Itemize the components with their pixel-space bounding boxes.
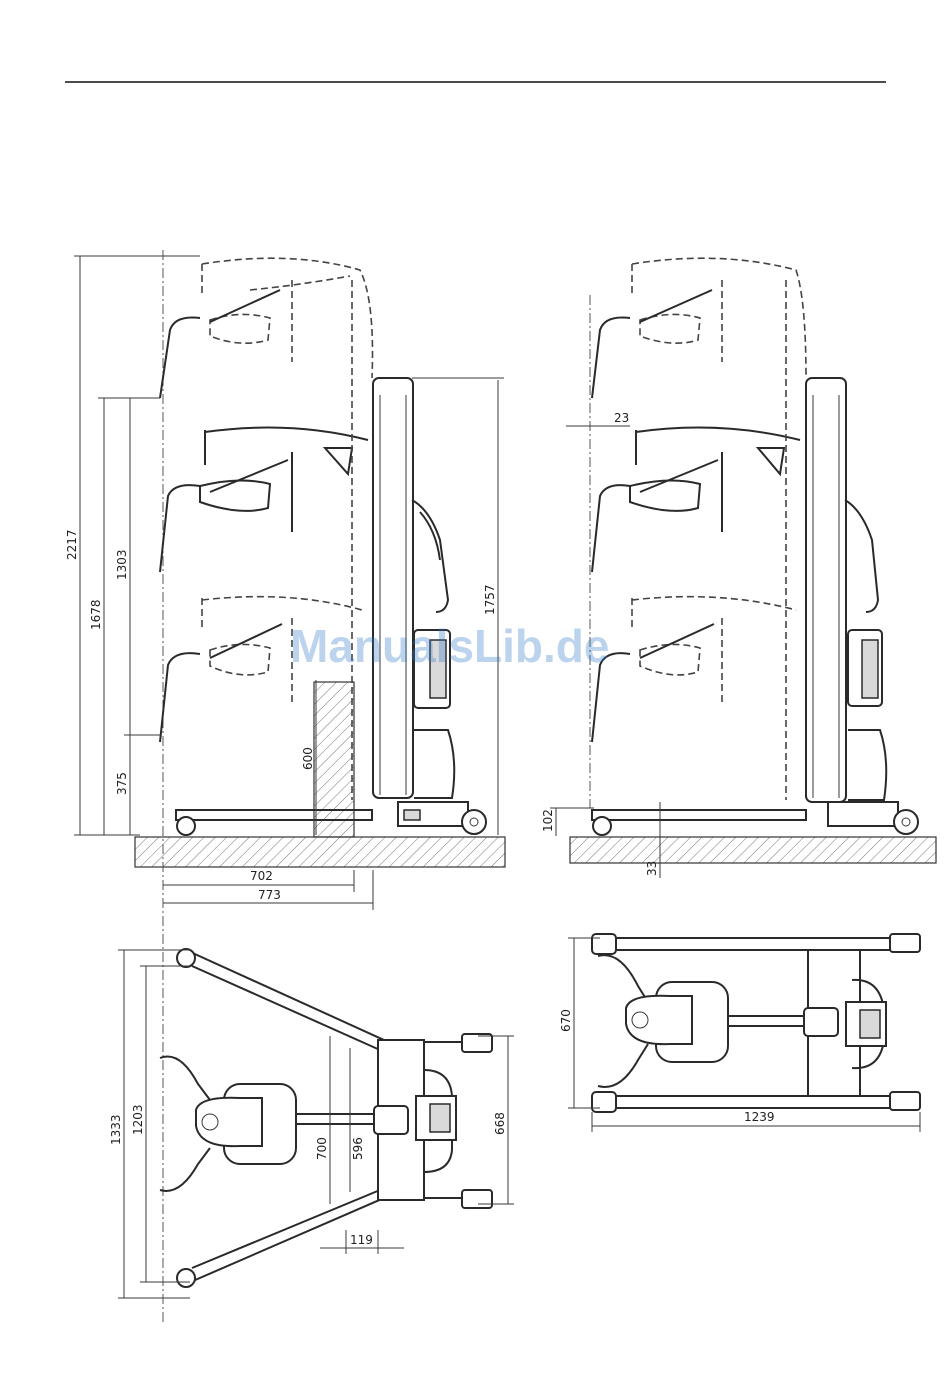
- dim-width-open-inner: 1203: [131, 1104, 145, 1135]
- dim-height-range: 1303: [115, 549, 129, 580]
- dim-height-low: 375: [115, 772, 129, 795]
- dim-reach-inner: 702: [250, 869, 273, 883]
- wheel-front: [177, 817, 195, 835]
- dim-offset-left: 119: [350, 1233, 373, 1247]
- mast: [373, 378, 413, 798]
- mast-right: [806, 378, 846, 802]
- dim-base-width-outer: 668: [493, 1112, 507, 1135]
- watermark: ManualsLib.de: [290, 620, 609, 672]
- wall-hatch: [314, 682, 354, 837]
- top-view-right: 670 1239: [559, 934, 920, 1132]
- dim-wall-height: 600: [301, 747, 315, 770]
- wheel-rear: [462, 810, 486, 834]
- floor-hatch-right: [570, 837, 936, 863]
- dim-length: 1239: [744, 1110, 775, 1124]
- push-handle: [412, 500, 448, 612]
- top-view-left: 1333 1203 700 596 668 119: [109, 949, 514, 1298]
- dim-total-height: 2217: [65, 529, 79, 560]
- dim-base-width-inner: 700: [315, 1137, 329, 1160]
- leg-upper: [186, 950, 384, 1050]
- dim-mast-height: 1757: [483, 584, 497, 615]
- dim-ground-clearance: 33: [645, 861, 659, 876]
- floor-hatch: [135, 837, 505, 867]
- dim-reach-outer: 773: [258, 888, 281, 902]
- dim-chassis-height: 102: [541, 809, 555, 832]
- dim-width-open-outer: 1333: [109, 1114, 123, 1145]
- dim-offset-right: 23: [614, 411, 629, 425]
- side-view-right: 23 102 33: [541, 258, 936, 878]
- dim-width-closed: 670: [559, 1009, 573, 1032]
- dim-base-width-mid: 596: [351, 1137, 365, 1160]
- dim-height-mid: 1678: [89, 599, 103, 630]
